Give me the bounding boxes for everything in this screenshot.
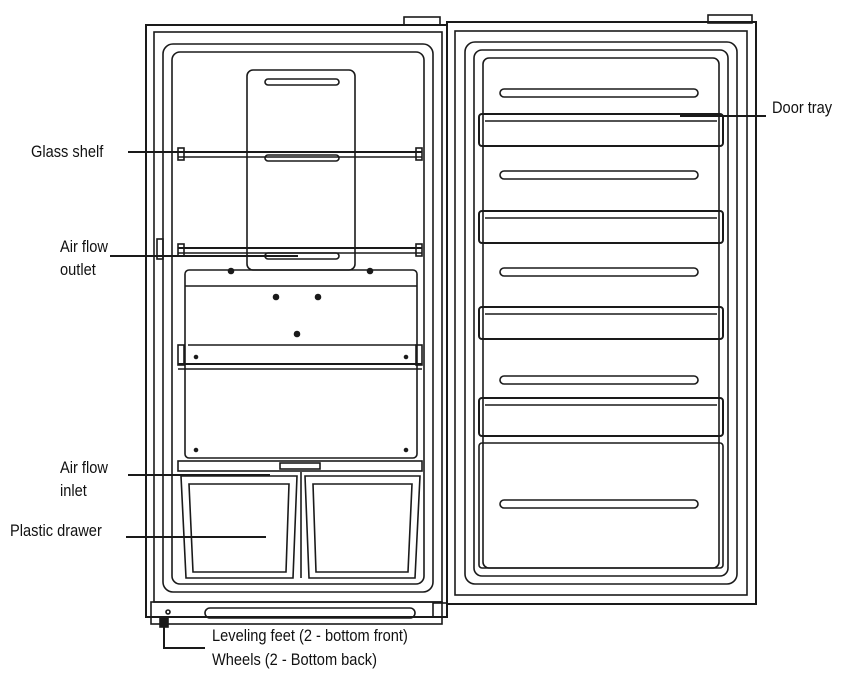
base-screw	[165, 609, 171, 615]
cabinet-base	[150, 601, 443, 625]
label-air-flow-inlet-line-2: inlet	[60, 481, 87, 500]
door	[432, 14, 757, 618]
leader-lines	[110, 115, 766, 649]
door-tray-1	[478, 113, 724, 147]
cabinet-liner-inner	[171, 51, 425, 585]
screw	[403, 447, 409, 453]
duct-slot	[264, 154, 340, 162]
inlet-grille	[279, 462, 321, 470]
cabinet-inner-frame	[153, 31, 443, 603]
air-duct-panel	[246, 69, 356, 271]
label-wheels: Wheels (2 - Bottom back)	[212, 650, 377, 669]
label-air-flow-inlet-line-1: Air flow	[60, 458, 108, 477]
door-tray-2	[478, 210, 724, 244]
cabinet	[145, 16, 448, 628]
label-air-flow-outlet-line-2: outlet	[60, 260, 96, 279]
screw	[227, 267, 235, 275]
door-slot	[499, 170, 699, 180]
side-latch	[156, 238, 164, 260]
shelf-support	[415, 147, 423, 161]
door-slot	[499, 375, 699, 385]
plastic-drawer-left-inner	[188, 483, 290, 573]
label-air-flow-outlet: Air flow outlet	[60, 235, 108, 281]
plastic-drawer-left	[180, 475, 298, 579]
label-door-tray: Door tray	[772, 98, 833, 117]
shelf-support	[415, 344, 423, 366]
top-hinge	[403, 16, 441, 26]
door-bottom-bin	[478, 442, 724, 569]
toe-grille	[204, 607, 416, 619]
screw	[403, 354, 409, 360]
screw	[314, 293, 322, 301]
top-hinge	[707, 14, 753, 24]
air-flow-inlet	[177, 460, 423, 472]
shelf-support	[177, 344, 185, 366]
cabinet-liner	[162, 43, 434, 593]
plastic-drawer-right	[304, 475, 421, 579]
door-slot	[499, 267, 699, 277]
door-inner-frame	[454, 30, 748, 596]
door-slot	[499, 499, 699, 509]
label-leveling-feet: Leveling feet (2 - bottom front)	[212, 626, 408, 645]
label-air-flow-inlet: Air flow inlet	[60, 456, 108, 502]
door-slot	[499, 88, 699, 98]
door-outer-frame	[446, 21, 757, 605]
plastic-drawer-right-inner	[312, 483, 413, 573]
door-tray-3	[478, 306, 724, 340]
screw	[272, 293, 280, 301]
door-bottom-bracket	[432, 602, 448, 618]
door-gasket	[464, 41, 738, 585]
duct-slot	[264, 78, 340, 86]
leader-leveling-feet	[163, 624, 205, 649]
shelf-support	[177, 147, 185, 161]
label-glass-shelf: Glass shelf	[31, 142, 104, 161]
door-gasket-inner	[473, 49, 729, 577]
screw	[193, 354, 199, 360]
label-air-flow-outlet-line-1: Air flow	[60, 237, 108, 256]
door-liner	[482, 57, 720, 569]
shelf-support	[177, 243, 185, 257]
screw	[293, 330, 301, 338]
screw	[193, 447, 199, 453]
label-plastic-drawer: Plastic drawer	[10, 521, 102, 540]
shelf-support	[415, 243, 423, 257]
screw	[366, 267, 374, 275]
door-tray-4	[478, 397, 724, 437]
